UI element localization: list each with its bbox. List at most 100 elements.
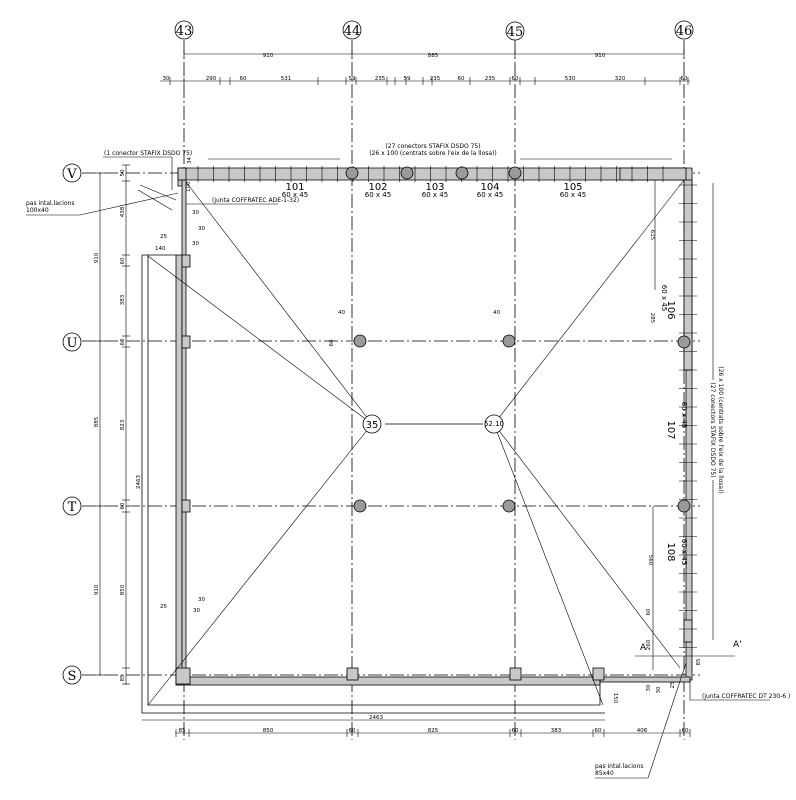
column	[508, 166, 522, 180]
dim-label: 850	[120, 584, 126, 595]
opening-size: 85x40	[595, 770, 614, 777]
bubble-s	[62, 665, 82, 685]
opening-note: pas intal.lacions	[26, 200, 75, 207]
dim-label: 25	[670, 681, 676, 688]
level-value: 52.10	[484, 420, 504, 428]
dim-label: 60	[329, 339, 335, 346]
dim-label: 823	[120, 419, 126, 430]
dim-label: 60	[595, 728, 602, 734]
beam-number: 103	[425, 182, 444, 193]
dim-label: 885	[94, 416, 100, 427]
connector-note: (1 conector STAFIX DSDO 75)	[104, 150, 192, 157]
top-right-thick-wall	[619, 167, 687, 181]
beam-size: 60 x 45	[680, 539, 688, 565]
bubble-label: 43	[176, 24, 193, 39]
pilaster	[181, 499, 191, 513]
dim-label: 60	[681, 76, 688, 82]
dim-label: 100	[186, 181, 192, 192]
dim-label: 60	[240, 76, 247, 82]
dim-label: 30	[198, 226, 205, 232]
dim-label: 60	[349, 728, 356, 734]
column	[502, 334, 516, 348]
column	[353, 334, 367, 348]
beam-size: 60 x 45	[365, 191, 391, 199]
dim-label: 30	[193, 608, 200, 614]
bottom-wall-thin	[599, 676, 691, 683]
dim-label: 235	[375, 76, 386, 82]
bubble-label: 45	[507, 25, 524, 40]
bubble-46	[674, 20, 694, 40]
opening-note: pas intal.lacions	[595, 763, 644, 770]
right-dims: 615 285 560 60 260 30 30 25 85 150	[612, 230, 702, 704]
dim-label: 260	[646, 639, 652, 650]
dim-label: 60	[120, 257, 126, 264]
dim-label: 60	[512, 728, 519, 734]
dim-label: 285	[649, 313, 655, 324]
column	[677, 335, 691, 349]
dim-label: 30	[163, 76, 170, 82]
level-node	[484, 414, 504, 434]
dim-label: 30	[656, 686, 662, 693]
pilaster	[181, 254, 191, 268]
connector-ticks	[197, 166, 697, 648]
left-wall	[175, 254, 183, 686]
bubble-t	[62, 496, 82, 516]
slope-line	[493, 423, 681, 669]
dim-label: 50	[120, 169, 126, 176]
bubble-v	[62, 163, 82, 183]
dim-label: 290	[206, 76, 217, 82]
dim-label: 30	[198, 597, 205, 603]
corner-block	[177, 167, 187, 181]
pilaster	[509, 667, 522, 681]
bubble-label: V	[66, 167, 77, 182]
slab-outer-edge	[141, 255, 605, 714]
beam-labels: 101 60 x 45 102 60 x 45 103 60 x 45 104 …	[282, 182, 688, 565]
dim-label: 60	[458, 76, 465, 82]
dim-label: 615	[649, 230, 655, 241]
beam-size: 60 x 45	[660, 285, 668, 311]
column	[400, 166, 414, 180]
section-mark: A'	[733, 640, 742, 650]
dim-label: 235	[430, 76, 441, 82]
dim-label: 34	[187, 157, 193, 164]
beam-number: 101	[285, 182, 304, 193]
bubble-label: S	[68, 669, 77, 684]
dim-label: 383	[120, 294, 126, 305]
slab-lines: 35 52.10	[141, 179, 685, 714]
beam-size: 60 x 45	[560, 191, 586, 199]
dimension-lines	[99, 53, 735, 734]
dim-label: 60	[120, 338, 126, 345]
dim-label: 30	[646, 684, 652, 691]
connectors-note: (26 x 100 (centrats sobre l'eix de la ll…	[369, 150, 497, 157]
slope-line	[493, 179, 685, 425]
dim-label: 850	[263, 728, 274, 734]
dimension-ticks	[96, 50, 691, 737]
dim-label: 85	[696, 658, 702, 665]
dim-label: 60	[646, 608, 652, 615]
dim-label: 320	[615, 76, 626, 82]
dim-label: 2463	[369, 715, 383, 721]
top-detail-dims: 30 290 60 531 59 235 59 235 60 235 60 53…	[163, 76, 688, 82]
bubble-label: T	[68, 500, 77, 515]
column	[353, 499, 367, 513]
dim-label: 85	[120, 674, 126, 681]
bubble-43	[174, 20, 194, 40]
dim-label: 60	[120, 502, 126, 509]
joint-note: (junta COFFRATEC ADE-1-32)	[212, 197, 299, 204]
dim-label: 40	[338, 310, 345, 316]
dim-label: 59	[349, 76, 356, 82]
beam-number: 106	[665, 300, 676, 319]
bottom-wall	[175, 676, 601, 686]
walls	[175, 167, 693, 686]
connectors-note: (27 conectors STAFIX DSDO 75)	[709, 382, 716, 477]
dim-label: 60	[512, 76, 519, 82]
dim-label: 910	[94, 252, 100, 263]
beam-number: 105	[563, 182, 582, 193]
dim-label: 85	[179, 728, 186, 734]
dim-label: 825	[428, 728, 439, 734]
pilaster	[346, 667, 359, 681]
column	[345, 166, 359, 180]
dim-label: 531	[281, 76, 292, 82]
slab-edge	[147, 255, 601, 706]
dim-label: 406	[637, 728, 648, 734]
